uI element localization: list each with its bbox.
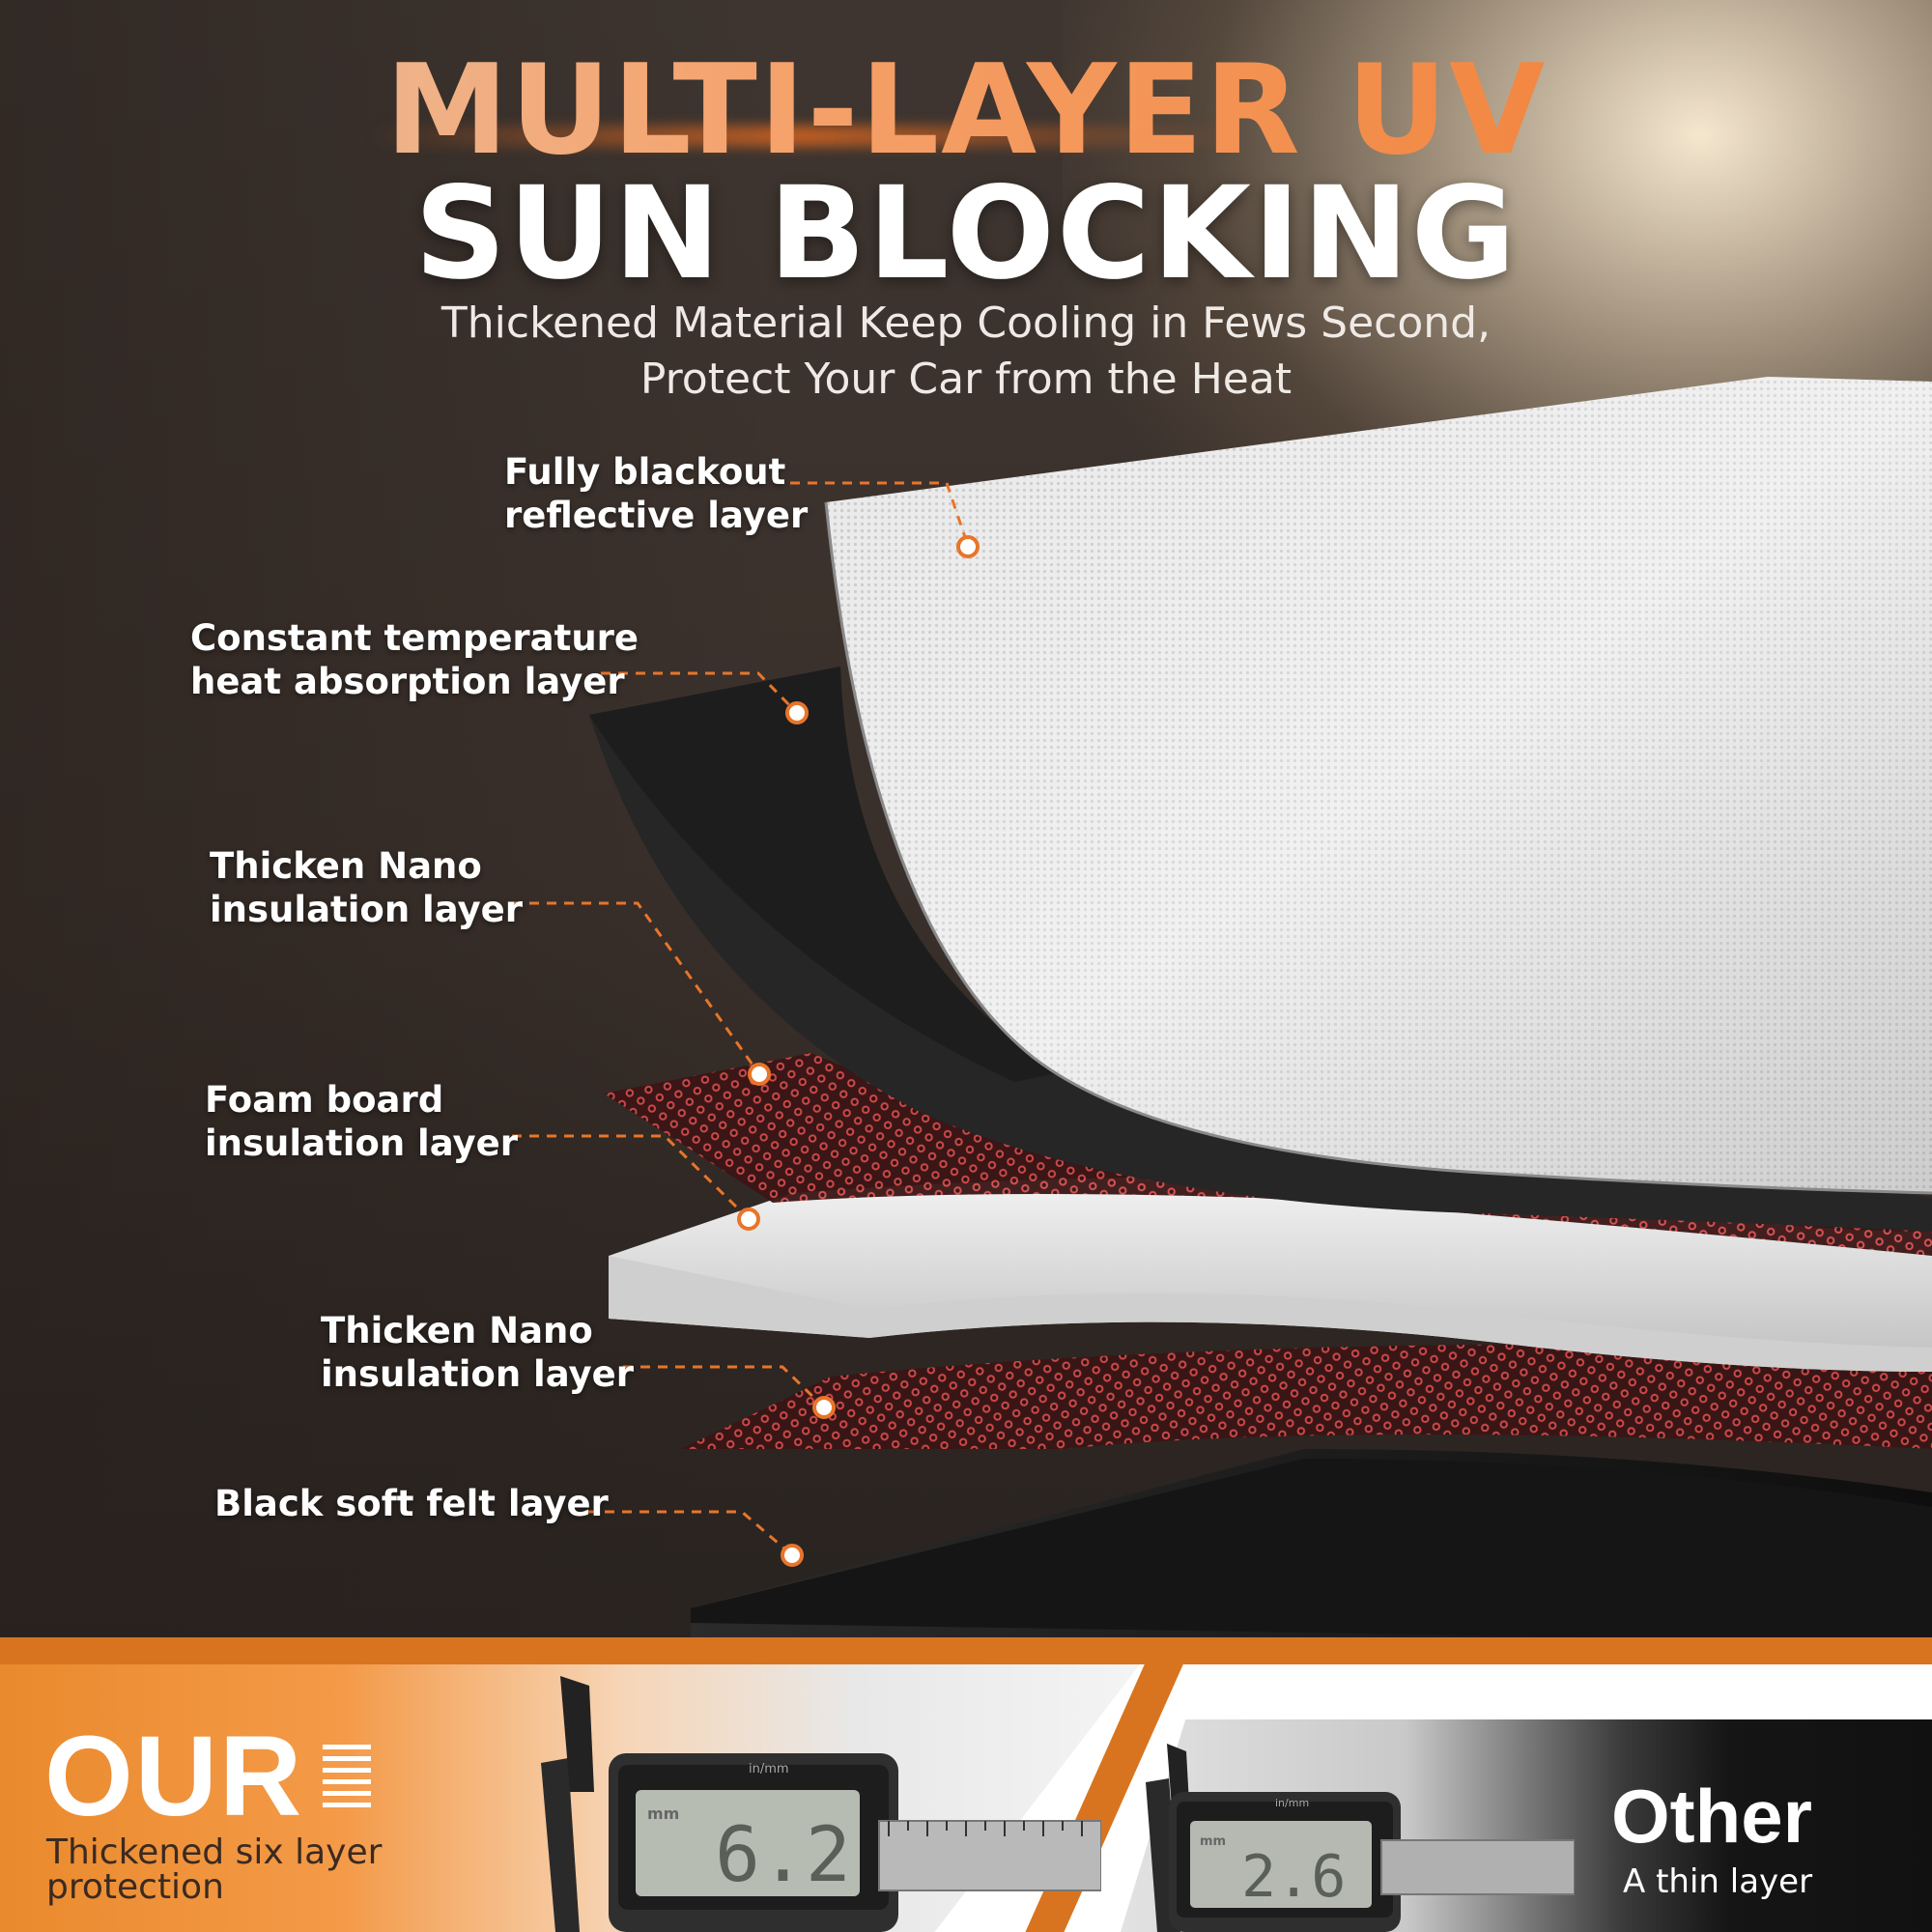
- our-title: OUR: [44, 1713, 304, 1840]
- subtitle-line-1: Thickened Material Keep Cooling in Fews …: [440, 298, 1492, 348]
- other-caliper-unit: mm: [1200, 1834, 1226, 1849]
- leader-line-4: [512, 1134, 751, 1221]
- label-felt-layer: Black soft felt layer: [214, 1483, 609, 1524]
- subtitle-line-2: Protect Your Car from the Heat: [639, 355, 1293, 404]
- other-caliper-scale-label: in/mm: [1275, 1797, 1309, 1809]
- other-title: Other: [1611, 1774, 1813, 1859]
- layer-marker-6: [781, 1544, 804, 1567]
- leader-line-6: [587, 1510, 793, 1557]
- our-caliper: mm in/mm 6.2: [541, 1676, 1101, 1932]
- our-caption: Thickened six layer protection: [46, 1833, 383, 1907]
- our-lines-icon: [323, 1745, 371, 1814]
- our-caliper-reading: 6.2: [715, 1812, 851, 1899]
- layer-marker-3: [748, 1063, 771, 1086]
- other-caption: A thin layer: [1623, 1862, 1813, 1901]
- layer-marker-4: [737, 1208, 760, 1231]
- nano-mesh-lower: [681, 1344, 1932, 1449]
- layer-stack-illustration: [512, 377, 1932, 1642]
- our-caliper-scale-label: in/mm: [749, 1762, 789, 1776]
- leader-line-5: [623, 1365, 826, 1409]
- title-streak: [367, 126, 1236, 147]
- heat-absorption-layer: [589, 667, 1932, 1232]
- leader-line-3: [512, 901, 761, 1075]
- title-line-1: MULTI-LAYER UV: [0, 39, 1932, 183]
- layer-marker-1: [956, 535, 980, 558]
- layer-marker-2: [785, 701, 809, 724]
- our-caliper-unit: mm: [647, 1804, 679, 1823]
- other-caliper: mm in/mm 2.6: [1146, 1744, 1575, 1932]
- leader-line-2: [601, 671, 799, 715]
- leader-line-1: [790, 481, 970, 547]
- comparison-panel: mm in/mm 6.2 mm in/mm 2.6: [0, 1637, 1932, 1932]
- layer-marker-5: [812, 1396, 836, 1419]
- title-line-2: SUN BLOCKING: [413, 159, 1518, 308]
- other-caliper-reading: 2.6: [1241, 1843, 1346, 1911]
